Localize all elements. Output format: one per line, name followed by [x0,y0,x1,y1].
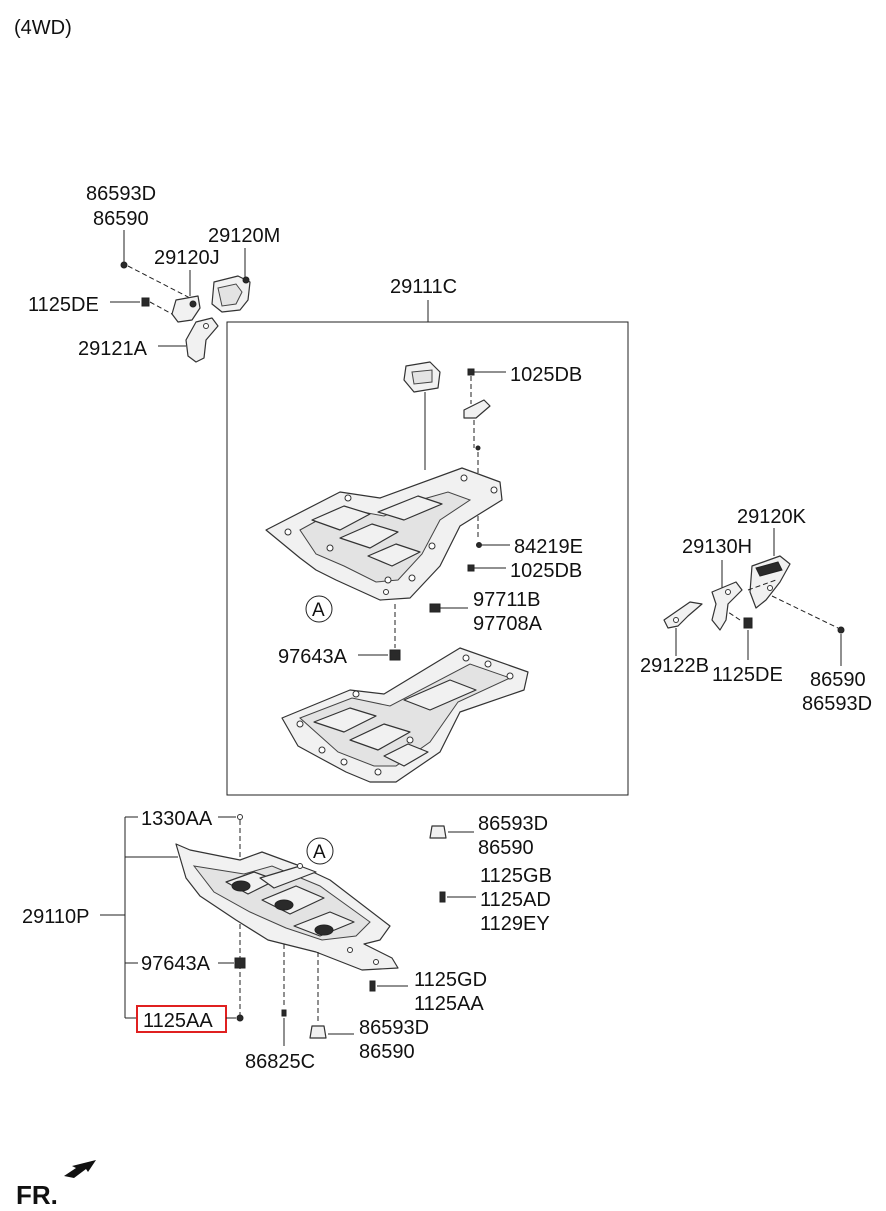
nut-icon [120,261,128,269]
bolt-icon [743,617,753,629]
part-label-86590[interactable]: 86590 [478,837,534,859]
skid-plate-upper-part [265,467,503,601]
part-label-1025DB[interactable]: 1025DB [510,364,582,386]
bracket-29120J-part [171,295,201,323]
part-label-86590[interactable]: 86590 [810,669,866,691]
part-label-29110P[interactable]: 29110P [22,906,89,928]
nut-icon [234,957,246,969]
ref-circle-a [306,837,334,865]
part-label-84219E[interactable]: 84219E [514,536,583,558]
under-cover-part [175,843,399,971]
part-label-97711B[interactable]: 97711B [473,589,540,611]
bracket-29122B-part [663,601,703,629]
part-label-1125DE[interactable]: 1125DE [712,664,783,686]
clip-part [403,361,441,393]
bolt-icon [236,1014,244,1022]
part-label-29121A[interactable]: 29121A [78,338,148,360]
part-label-29120J[interactable]: 29120J [154,247,220,269]
part-label-29120K[interactable]: 29120K [737,506,807,528]
part-label-29130H[interactable]: 29130H [682,536,752,558]
part-label-86590[interactable]: 86590 [359,1041,415,1063]
skid-plate-lower-part [281,647,529,783]
part-label-1125AA-highlighted[interactable]: 1125AA [143,1010,213,1032]
part-label-29111C[interactable]: 29111C [390,276,457,298]
nut-icon [389,649,401,661]
variant-label: (4WD) [14,17,72,39]
part-label-1125AD[interactable]: 1125AD [480,889,551,911]
part-label-1125GD[interactable]: 1125GD [414,969,487,991]
front-direction-label: FR. [16,1180,58,1210]
fastener-icon [429,603,441,613]
grommet-part [463,399,491,419]
part-label-29122B[interactable]: 29122B [640,655,709,677]
clip-icon [467,368,475,376]
part-label-86593D[interactable]: 86593D [478,813,548,835]
screw-icon [439,891,446,903]
screw-icon [476,542,482,548]
bracket-29120M-part [211,275,251,313]
part-label-1129EY[interactable]: 1129EY [480,913,550,935]
highlight-box [136,1005,227,1033]
nut-icon [429,825,447,839]
ref-label-a: A [313,842,326,863]
bolt-icon [141,297,150,307]
part-label-86590[interactable]: 86590 [93,208,149,230]
stud-icon [475,445,481,451]
part-label-97643A[interactable]: 97643A [278,646,348,668]
part-label-86593D[interactable]: 86593D [802,693,872,715]
nut-icon [309,1025,327,1039]
dashed-guide [747,579,777,591]
dashed-guide [727,611,741,621]
ref-label-a: A [312,600,325,621]
front-arrow-icon [64,1160,96,1178]
part-label-1125AA[interactable]: 1125AA [414,993,484,1015]
part-label-1125GB[interactable]: 1125GB [480,865,552,887]
part-label-29120M[interactable]: 29120M [208,225,280,247]
bracket-29120K-part [749,555,791,609]
part-label-86593D[interactable]: 86593D [359,1017,429,1039]
dashed-guide [771,595,839,629]
part-label-97708A[interactable]: 97708A [473,613,543,635]
assembly-box-29111C [226,321,629,796]
clip-icon [237,814,243,820]
dashed-guide [149,301,173,315]
part-label-1025DB[interactable]: 1025DB [510,560,582,582]
part-label-1330AA[interactable]: 1330AA [141,808,213,830]
part-label-86593D[interactable]: 86593D [86,183,156,205]
part-label-86825C[interactable]: 86825C [245,1051,315,1073]
bracket-29121A-part [185,317,219,363]
part-label-1125DE[interactable]: 1125DE [28,294,99,316]
dashed-guide [127,265,191,299]
clip-icon [467,564,475,572]
screw-icon [369,980,376,992]
part-label-97643A[interactable]: 97643A [141,953,211,975]
nut-icon [837,626,845,634]
ref-circle-a [305,595,333,623]
clip-icon [281,1009,287,1017]
bracket-29130H-part [711,581,743,631]
